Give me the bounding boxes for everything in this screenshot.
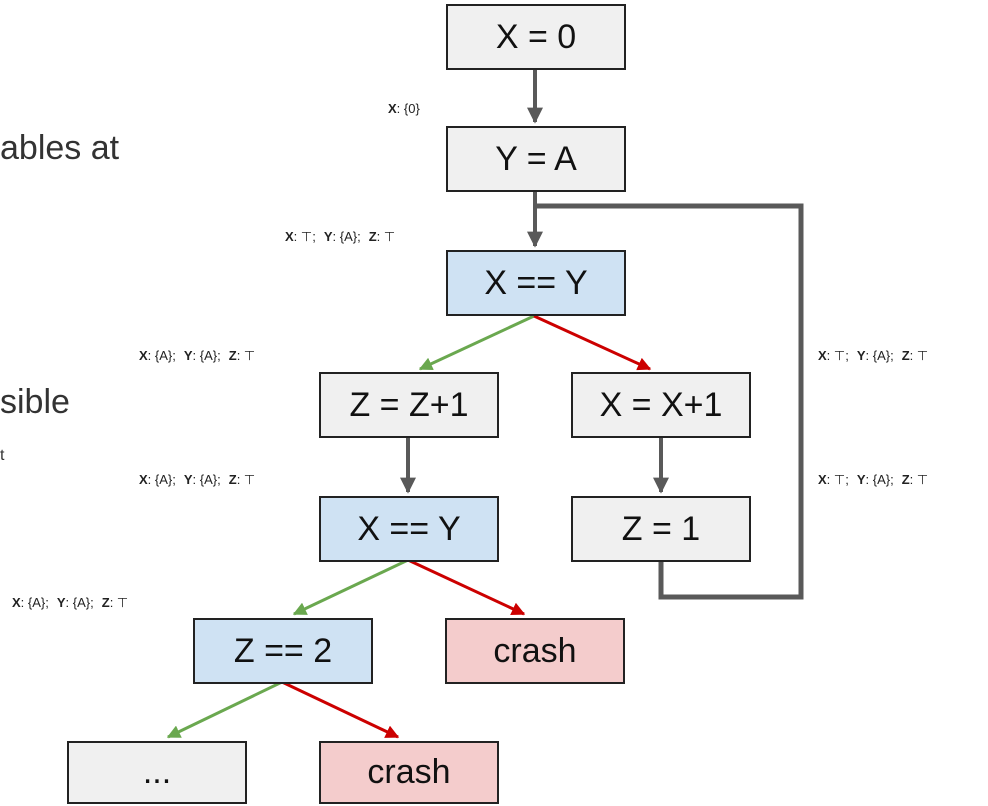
node-ellipsis: ... xyxy=(67,741,247,804)
background-text-1: ables at xyxy=(0,129,120,167)
annotation-true-branch-2: X: {A};Y: {A};Z: ⊤ xyxy=(12,595,129,610)
node-cond-z-eq-2: Z == 2 xyxy=(193,618,373,684)
node-z-eq-1: Z = 1 xyxy=(571,496,751,562)
annotation-loop-lower: X: ⊤;Y: {A};Z: ⊤ xyxy=(818,472,929,487)
edge-false-cond1-to-xx1 xyxy=(533,314,652,371)
node-x-eq-x-plus-1: X = X+1 xyxy=(571,372,751,438)
annotation-loop-upper: X: ⊤;Y: {A};Z: ⊤ xyxy=(818,348,929,363)
edge-false-cz2-to-crash2 xyxy=(281,680,400,739)
background-text-3: t xyxy=(0,447,5,464)
annotation-before-cond1: X: ⊤;Y: {A};Z: ⊤ xyxy=(285,229,396,244)
node-x-eq-0: X = 0 xyxy=(446,4,626,70)
annotation-true-branch-1: X: {A};Y: {A};Z: ⊤ xyxy=(139,348,256,363)
annotation-after-zz1: X: {A};Y: {A};Z: ⊤ xyxy=(139,472,256,487)
node-crash-1: crash xyxy=(445,618,625,684)
node-y-eq-a: Y = A xyxy=(446,126,626,192)
edge-true-cond2-to-cz2 xyxy=(292,558,409,616)
node-crash-2: crash xyxy=(319,741,499,804)
annotation-after-x0: X: {0} xyxy=(388,101,420,116)
node-cond-x-eq-y-2: X == Y xyxy=(319,496,499,562)
edge-true-cz2-to-ellipsis xyxy=(166,680,283,739)
edge-false-cond2-to-crash1 xyxy=(407,558,526,616)
edge-true-cond1-to-zz1 xyxy=(418,314,535,371)
node-cond-x-eq-y-1: X == Y xyxy=(446,250,626,316)
edge-loop-back xyxy=(537,203,804,600)
node-z-eq-z-plus-1: Z = Z+1 xyxy=(319,372,499,438)
background-text-2: sible xyxy=(0,383,70,421)
